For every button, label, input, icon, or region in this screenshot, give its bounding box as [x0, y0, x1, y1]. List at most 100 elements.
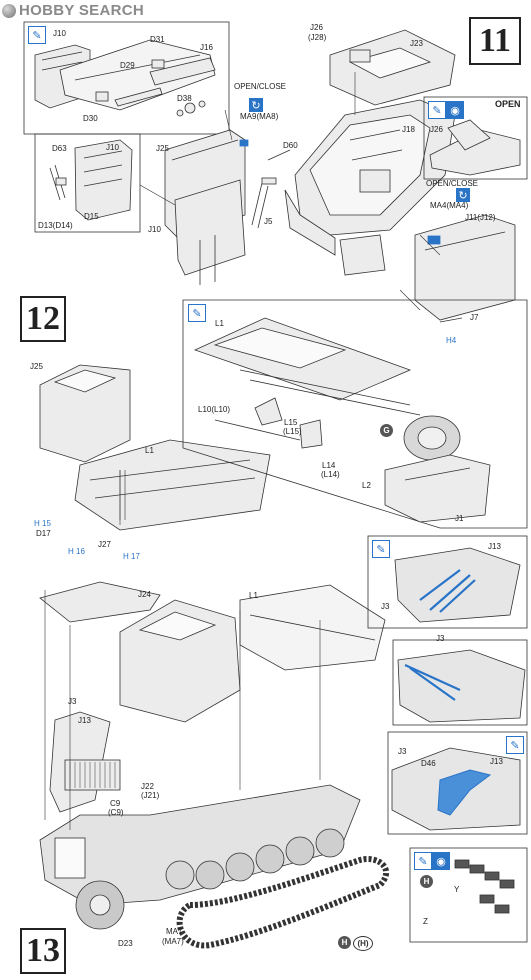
label-j25-step12: J25 — [30, 362, 43, 371]
glue-tube-icon: ✎ — [428, 101, 446, 119]
glue-tube-icon: ✎ — [372, 540, 390, 558]
label-open-close-1: OPEN/CLOSE — [234, 82, 287, 91]
label-ma7b: (MA7) — [162, 937, 184, 946]
marker-h: H — [338, 936, 351, 949]
step13-inset4-frame — [409, 847, 528, 943]
bracket-l2 — [384, 454, 491, 523]
label-l15: L15 — [284, 418, 298, 427]
label-d38: D38 — [177, 94, 192, 103]
label-j1: J1 — [455, 514, 464, 523]
watermark: HOBBY SEARCH — [2, 2, 144, 19]
label-h16: H 16 — [68, 547, 85, 556]
label-l14: L14 — [322, 461, 336, 470]
label-d15: D15 — [84, 212, 99, 221]
label-j7: J7 — [470, 313, 479, 322]
label-j16: J16 — [200, 43, 213, 52]
label-j23: J23 — [410, 39, 423, 48]
label-d31: D31 — [150, 35, 165, 44]
part-d31 — [151, 59, 165, 69]
paint-icon: ◉ — [432, 852, 450, 870]
label-d60: D60 — [283, 141, 298, 150]
label-l15b: (L15) — [283, 427, 302, 436]
step11-inset-b-frame — [34, 133, 141, 233]
label-j18: J18 — [402, 125, 415, 134]
label-j13: J13 — [78, 716, 91, 725]
marker-h-inset4: H — [420, 875, 433, 888]
step-number-12: 12 — [20, 296, 66, 342]
paint-icon: ◉ — [446, 101, 464, 119]
part-d30 — [95, 91, 109, 102]
bracket-j16 — [149, 57, 216, 86]
step13-inset2-frame — [392, 639, 528, 726]
label-l2: L2 — [362, 481, 371, 490]
part-d38 — [184, 102, 196, 114]
watermark-text: HOBBY SEARCH — [19, 2, 145, 19]
label-j26-open: J26 — [430, 125, 443, 134]
step-number-11: 11 — [469, 17, 521, 65]
label-j10-b: J10 — [106, 143, 119, 152]
glue-tube-icon: ✎ — [506, 736, 524, 754]
label-c9: C9 — [110, 799, 121, 808]
side-j11 — [414, 214, 516, 321]
label-j10: J10 — [53, 29, 66, 38]
label-open: OPEN — [495, 99, 521, 109]
label-j22: J22 — [141, 782, 154, 791]
label-l1-step13: L1 — [249, 591, 258, 600]
label-d13: D13(D14) — [38, 221, 73, 230]
label-ma7: MA7 — [166, 927, 183, 936]
label-ma9: MA9(MA8) — [240, 112, 279, 121]
label-inset3-j13: J13 — [490, 757, 503, 766]
label-j25: J25 — [156, 144, 169, 153]
label-y: Y — [454, 885, 460, 894]
grille-j22 — [64, 759, 121, 791]
highlight-part-j13 — [437, 769, 492, 816]
inset-open-frame — [423, 96, 528, 180]
label-d63: D63 — [52, 144, 67, 153]
radiator — [54, 837, 86, 879]
marker-h-paren: (H) — [353, 936, 373, 951]
label-inset3-j3: J3 — [398, 747, 407, 756]
label-l10: L10(L10) — [198, 405, 231, 414]
glue-tube-icon: ✎ — [414, 852, 432, 870]
step13-inset3-frame — [387, 731, 528, 835]
label-d30: D30 — [83, 114, 98, 123]
cab-j25-step12 — [39, 364, 131, 463]
label-j27: J27 — [98, 540, 111, 549]
hatch-j26 — [349, 49, 371, 63]
open-close-icon: ↻ — [249, 98, 263, 112]
label-d23: D23 — [118, 939, 133, 948]
label-inset1-j3: J3 — [381, 602, 390, 611]
label-j28: (J28) — [308, 33, 327, 42]
label-z: Z — [423, 917, 428, 926]
label-j21: (J21) — [141, 791, 160, 800]
label-h4: H4 — [446, 336, 457, 345]
marker-g: G — [380, 424, 393, 437]
label-h15: H 15 — [34, 519, 51, 528]
floor-l1 — [74, 439, 271, 531]
label-d17: D17 — [36, 529, 51, 538]
label-j5: J5 — [264, 217, 273, 226]
label-inset2-j3: J3 — [436, 634, 445, 643]
step13-inset1-frame — [367, 535, 528, 629]
glue-tube-icon: ✎ — [188, 304, 206, 322]
label-j26: J26 — [310, 23, 323, 32]
label-j11: J11(J12) — [465, 213, 496, 222]
label-j24: J24 — [138, 590, 151, 599]
chassis — [39, 784, 361, 906]
label-ma4: MA4(MA4) — [430, 201, 469, 210]
open-close-icon: ↻ — [456, 188, 470, 202]
glue-tube-icon: ✎ — [28, 26, 46, 44]
label-j10-c: J10 — [148, 225, 161, 234]
label-inset1-j13: J13 — [488, 542, 501, 551]
label-d29: D29 — [120, 61, 135, 70]
label-l1-inset: L1 — [215, 319, 224, 328]
label-h17: H 17 — [123, 552, 140, 561]
step-number-13: 13 — [20, 928, 66, 974]
logo-icon — [2, 3, 16, 18]
label-open-close-2: OPEN/CLOSE — [426, 179, 479, 188]
step12-inset-frame — [182, 299, 528, 529]
label-l14b: (L14) — [321, 470, 340, 479]
label-l1-step12: L1 — [145, 446, 154, 455]
